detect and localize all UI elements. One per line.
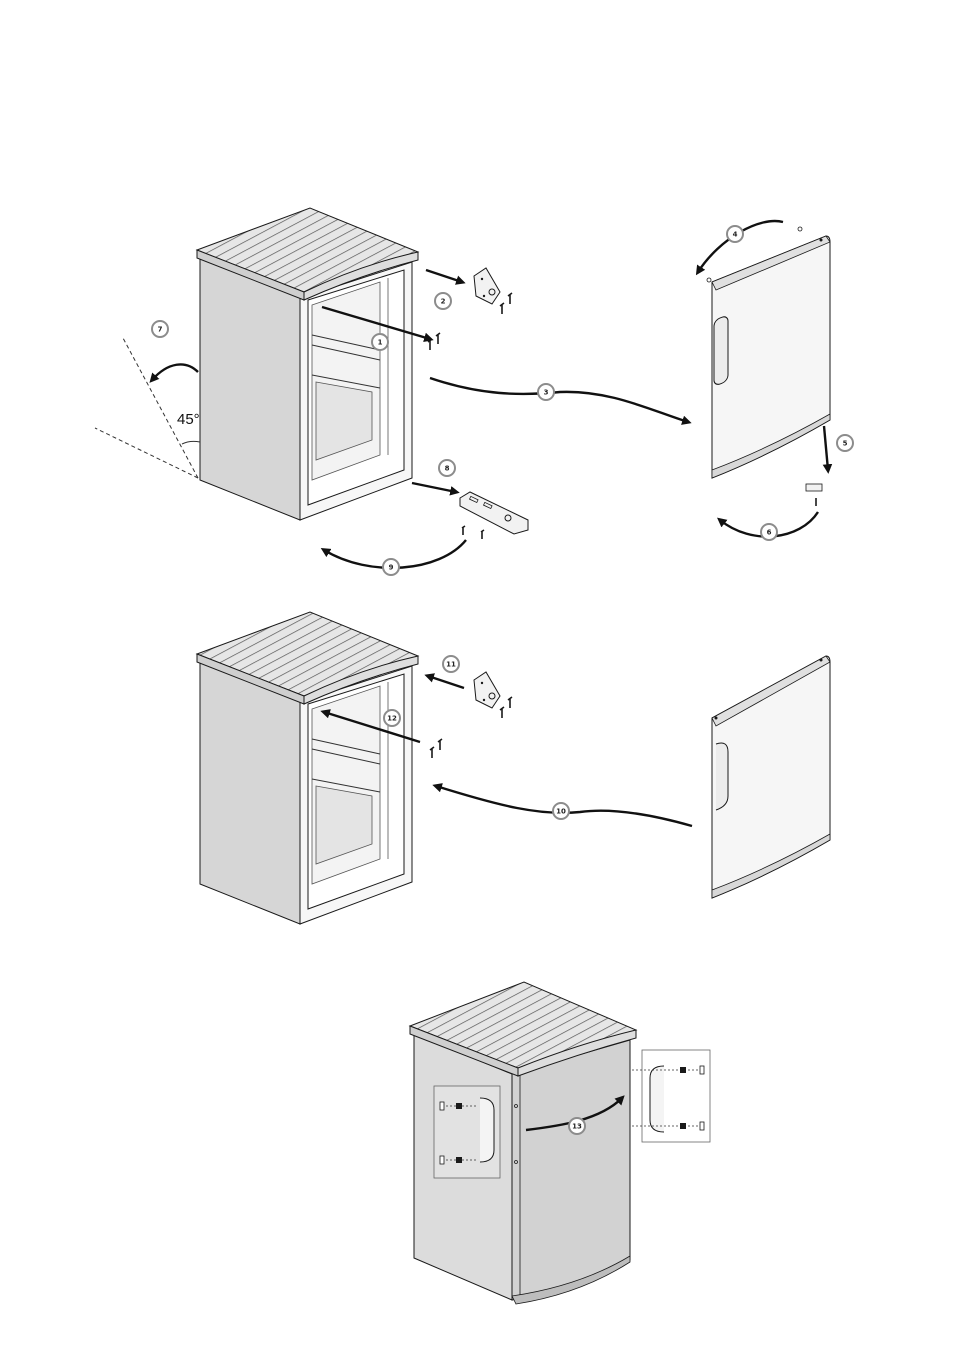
step-badge: 12 xyxy=(384,710,400,726)
arrow-step-5 xyxy=(824,426,828,470)
figure-2-door xyxy=(712,656,830,898)
figure-1-cabinet xyxy=(197,208,418,520)
step-badge: 1 xyxy=(372,334,388,350)
svg-text:1: 1 xyxy=(378,339,383,347)
svg-text:4: 4 xyxy=(733,231,738,239)
arrow-step-11 xyxy=(428,676,464,688)
left-handle-inset xyxy=(434,1086,500,1178)
step-badge: 9 xyxy=(383,559,399,575)
svg-text:12: 12 xyxy=(387,715,397,723)
figure-1-door xyxy=(707,227,830,506)
svg-text:10: 10 xyxy=(556,808,566,816)
bottom-hinge xyxy=(460,492,528,539)
arrow-step-8 xyxy=(412,483,456,492)
svg-text:6: 6 xyxy=(767,529,772,537)
svg-text:11: 11 xyxy=(446,661,456,669)
angle-label: 45° xyxy=(177,411,200,428)
svg-text:3: 3 xyxy=(544,389,549,397)
step-badge: 2 xyxy=(435,293,451,309)
step-badge: 3 xyxy=(538,384,554,400)
step-badge: 5 xyxy=(837,435,853,451)
step-badge: 10 xyxy=(553,803,569,819)
step-badge: 13 xyxy=(569,1118,585,1134)
step-badge: 7 xyxy=(152,321,168,337)
step-badge: 6 xyxy=(761,524,777,540)
figure-2-cabinet xyxy=(197,612,418,924)
arrow-step-3 xyxy=(430,378,688,422)
svg-text:13: 13 xyxy=(572,1123,582,1131)
top-hinge-reinstall xyxy=(430,672,512,758)
step-badge: 11 xyxy=(443,656,459,672)
svg-text:7: 7 xyxy=(158,326,163,334)
svg-text:2: 2 xyxy=(441,298,446,306)
right-handle-inset xyxy=(632,1050,710,1142)
svg-text:8: 8 xyxy=(445,465,450,473)
step-badge: 8 xyxy=(439,460,455,476)
tilt-angle-guide: 45° xyxy=(95,338,200,478)
arrow-step-7 xyxy=(152,364,198,380)
svg-text:9: 9 xyxy=(389,564,394,572)
step-badge: 4 xyxy=(727,226,743,242)
arrow-step-2 xyxy=(426,270,462,282)
svg-text:5: 5 xyxy=(843,440,848,448)
